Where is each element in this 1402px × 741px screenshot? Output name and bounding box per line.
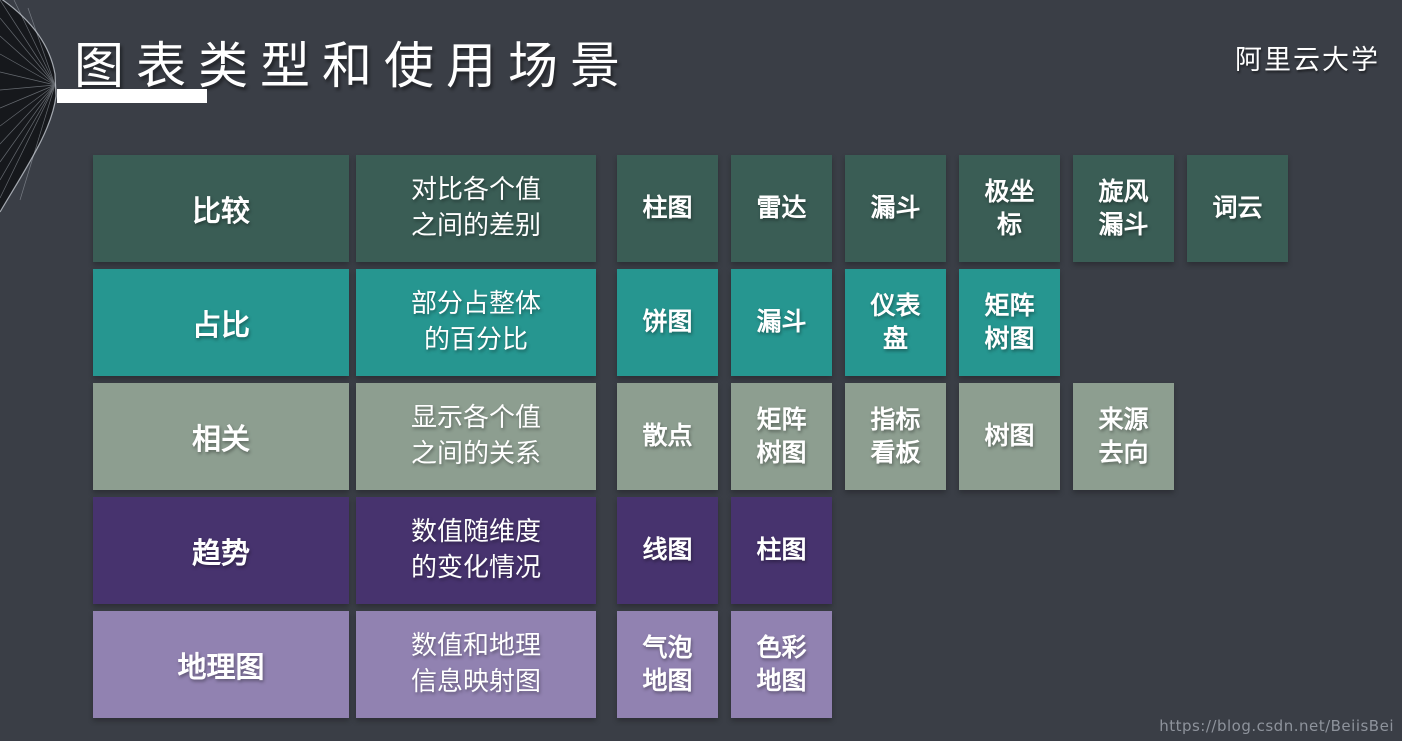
chart-type-label: 柱图 (756, 535, 807, 565)
chart-type-label: 色彩地图 (756, 633, 807, 695)
chart-type-cell: 散点 (617, 383, 718, 490)
description-cell: 对比各个值之间的差别 (356, 155, 596, 262)
chart-type-cell: 树图 (959, 383, 1060, 490)
chart-type-label: 仪表盘 (870, 291, 921, 353)
chart-type-cell: 漏斗 (731, 269, 832, 376)
chart-type-cell: 旋风漏斗 (1073, 155, 1174, 262)
description-label: 部分占整体的百分比 (410, 289, 541, 355)
chart-type-label: 散点 (642, 421, 693, 451)
chart-type-cell: 柱图 (617, 155, 718, 262)
table-row-correlation: 相关 显示各个值之间的关系 散点 矩阵树图 指标看板 树图 来源去向 (93, 383, 1301, 490)
description-label: 数值和地理信息映射图 (410, 631, 541, 697)
watermark: https://blog.csdn.net/BeiisBei (1159, 717, 1394, 735)
category-cell: 比较 (93, 155, 349, 262)
table-row-compare: 比较 对比各个值之间的差别 柱图 雷达 漏斗 极坐标 旋风漏斗 词云 (93, 155, 1301, 262)
chart-type-cell: 气泡地图 (617, 611, 718, 718)
chart-type-cell: 色彩地图 (731, 611, 832, 718)
description-cell: 数值随维度的变化情况 (356, 497, 596, 604)
page-title: 图表类型和使用场景 (74, 37, 632, 95)
chart-type-label: 漏斗 (756, 307, 807, 337)
chart-type-label: 线图 (642, 535, 693, 565)
chart-type-label: 词云 (1212, 193, 1263, 223)
brand-label: 阿里云大学 (1235, 45, 1380, 76)
chart-type-cell: 漏斗 (845, 155, 946, 262)
category-label: 占比 (191, 307, 250, 342)
category-label: 比较 (191, 193, 250, 228)
chart-type-cell: 词云 (1187, 155, 1288, 262)
chart-type-cell: 柱图 (731, 497, 832, 604)
category-cell: 地理图 (93, 611, 349, 718)
description-label: 数值随维度的变化情况 (410, 517, 541, 583)
category-cell: 相关 (93, 383, 349, 490)
chart-type-cell: 雷达 (731, 155, 832, 262)
chart-type-label: 树图 (984, 421, 1035, 451)
description-label: 对比各个值之间的差别 (410, 175, 541, 241)
chart-type-label: 雷达 (756, 193, 807, 223)
chart-type-cell: 极坐标 (959, 155, 1060, 262)
left-swoosh-decoration (0, 0, 57, 213)
chart-type-cell: 来源去向 (1073, 383, 1174, 490)
chart-type-label: 旋风漏斗 (1098, 177, 1149, 239)
chart-type-cell: 仪表盘 (845, 269, 946, 376)
table-row-trend: 趋势 数值随维度的变化情况 线图 柱图 (93, 497, 1301, 604)
description-cell: 数值和地理信息映射图 (356, 611, 596, 718)
chart-type-cell: 矩阵树图 (731, 383, 832, 490)
category-label: 相关 (191, 421, 250, 456)
table-row-proportion: 占比 部分占整体的百分比 饼图 漏斗 仪表盘 矩阵树图 (93, 269, 1301, 376)
table-row-geo: 地理图 数值和地理信息映射图 气泡地图 色彩地图 (93, 611, 1301, 718)
chart-type-cell: 指标看板 (845, 383, 946, 490)
chart-type-label: 指标看板 (870, 405, 921, 467)
category-label: 地理图 (177, 649, 265, 684)
chart-type-label: 气泡地图 (642, 633, 693, 695)
description-cell: 显示各个值之间的关系 (356, 383, 596, 490)
description-cell: 部分占整体的百分比 (356, 269, 596, 376)
description-label: 显示各个值之间的关系 (410, 403, 541, 469)
chart-type-label: 来源去向 (1098, 405, 1149, 467)
chart-type-label: 漏斗 (870, 193, 921, 223)
chart-type-label: 柱图 (642, 193, 693, 223)
chart-type-cell: 线图 (617, 497, 718, 604)
chart-type-cell: 饼图 (617, 269, 718, 376)
category-label: 趋势 (191, 535, 250, 570)
chart-type-label: 矩阵树图 (984, 291, 1035, 353)
category-cell: 占比 (93, 269, 349, 376)
chart-type-label: 饼图 (642, 307, 693, 337)
chart-type-table: 比较 对比各个值之间的差别 柱图 雷达 漏斗 极坐标 旋风漏斗 词云 占比 部分… (93, 155, 1301, 725)
category-cell: 趋势 (93, 497, 349, 604)
chart-type-cell: 矩阵树图 (959, 269, 1060, 376)
chart-type-label: 矩阵树图 (756, 405, 807, 467)
chart-type-label: 极坐标 (984, 177, 1035, 239)
title-underline (57, 89, 207, 103)
